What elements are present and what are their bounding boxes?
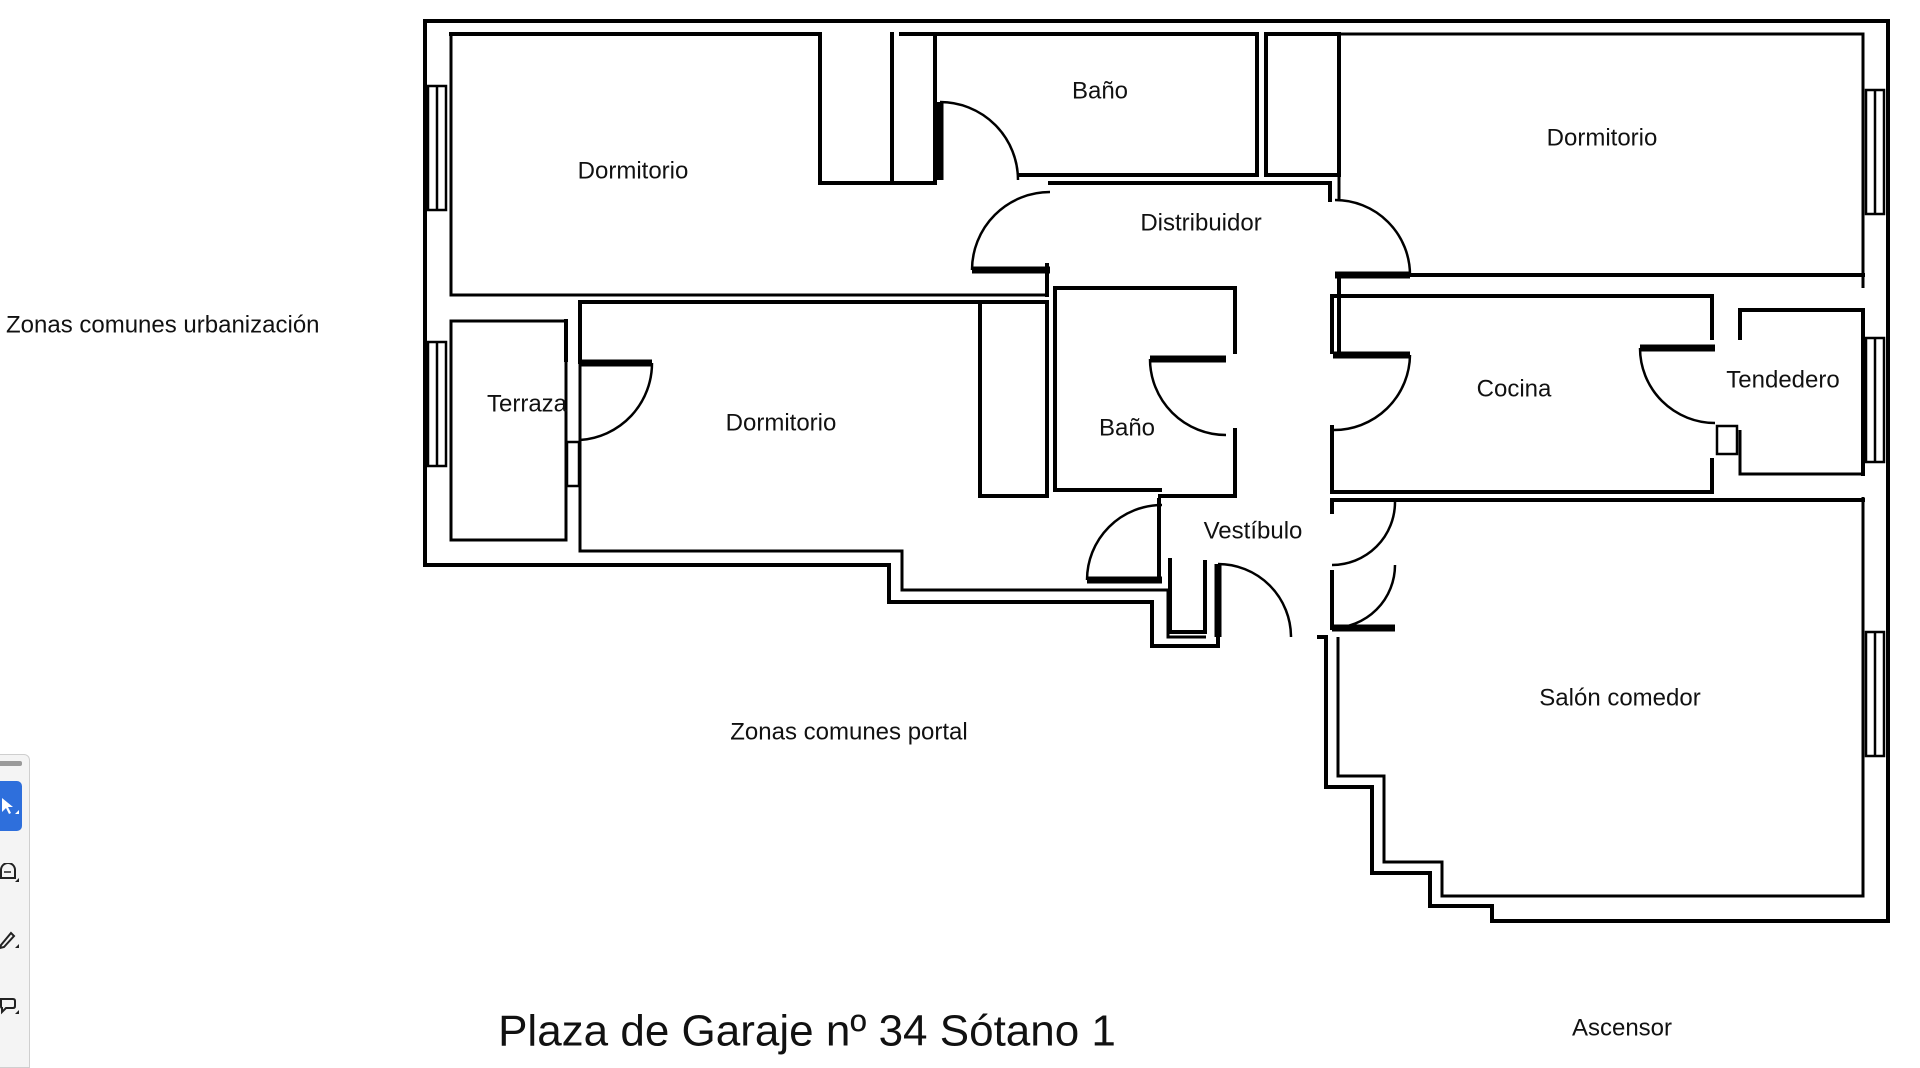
windows (426, 84, 1886, 758)
pen-tool-button[interactable] (0, 915, 22, 965)
area-label-zonas-comunes-urbanizacion: Zonas comunes urbanización (6, 311, 320, 338)
area-label-zonas-comunes-portal: Zonas comunes portal (730, 718, 967, 745)
pen-icon (0, 931, 19, 950)
room-label-bano-2: Baño (1099, 414, 1155, 441)
tool-palette (0, 754, 30, 1068)
palette-grip[interactable] (0, 761, 22, 766)
doors (579, 100, 1716, 638)
room-label-dormitorio-1: Dormitorio (578, 157, 689, 184)
select-arrow-icon (2, 798, 19, 814)
room-label-tendedero: Tendedero (1726, 366, 1839, 393)
room-label-dormitorio-2: Dormitorio (1547, 124, 1658, 151)
room-label-vestibulo: Vestíbulo (1204, 517, 1303, 544)
room-label-terraza: Terraza (487, 390, 568, 417)
outer-wall (423, 19, 1890, 923)
partitions (449, 32, 1865, 634)
area-label-ascensor: Ascensor (1572, 1014, 1672, 1041)
comment-icon (0, 998, 19, 1015)
select-tool-button[interactable] (0, 781, 22, 831)
room-label-dormitorio-3: Dormitorio (726, 409, 837, 436)
room-label-salon-comedor: Salón comedor (1539, 684, 1700, 711)
shape-icon (0, 863, 19, 882)
shape-tool-button[interactable] (0, 849, 22, 899)
room-label-distribuidor: Distribuidor (1140, 209, 1261, 236)
room-label-bano-1: Baño (1072, 77, 1128, 104)
comment-tool-button[interactable] (0, 981, 22, 1031)
room-label-cocina: Cocina (1477, 375, 1552, 402)
garage-title: Plaza de Garaje nº 34 Sótano 1 (498, 1007, 1116, 1056)
